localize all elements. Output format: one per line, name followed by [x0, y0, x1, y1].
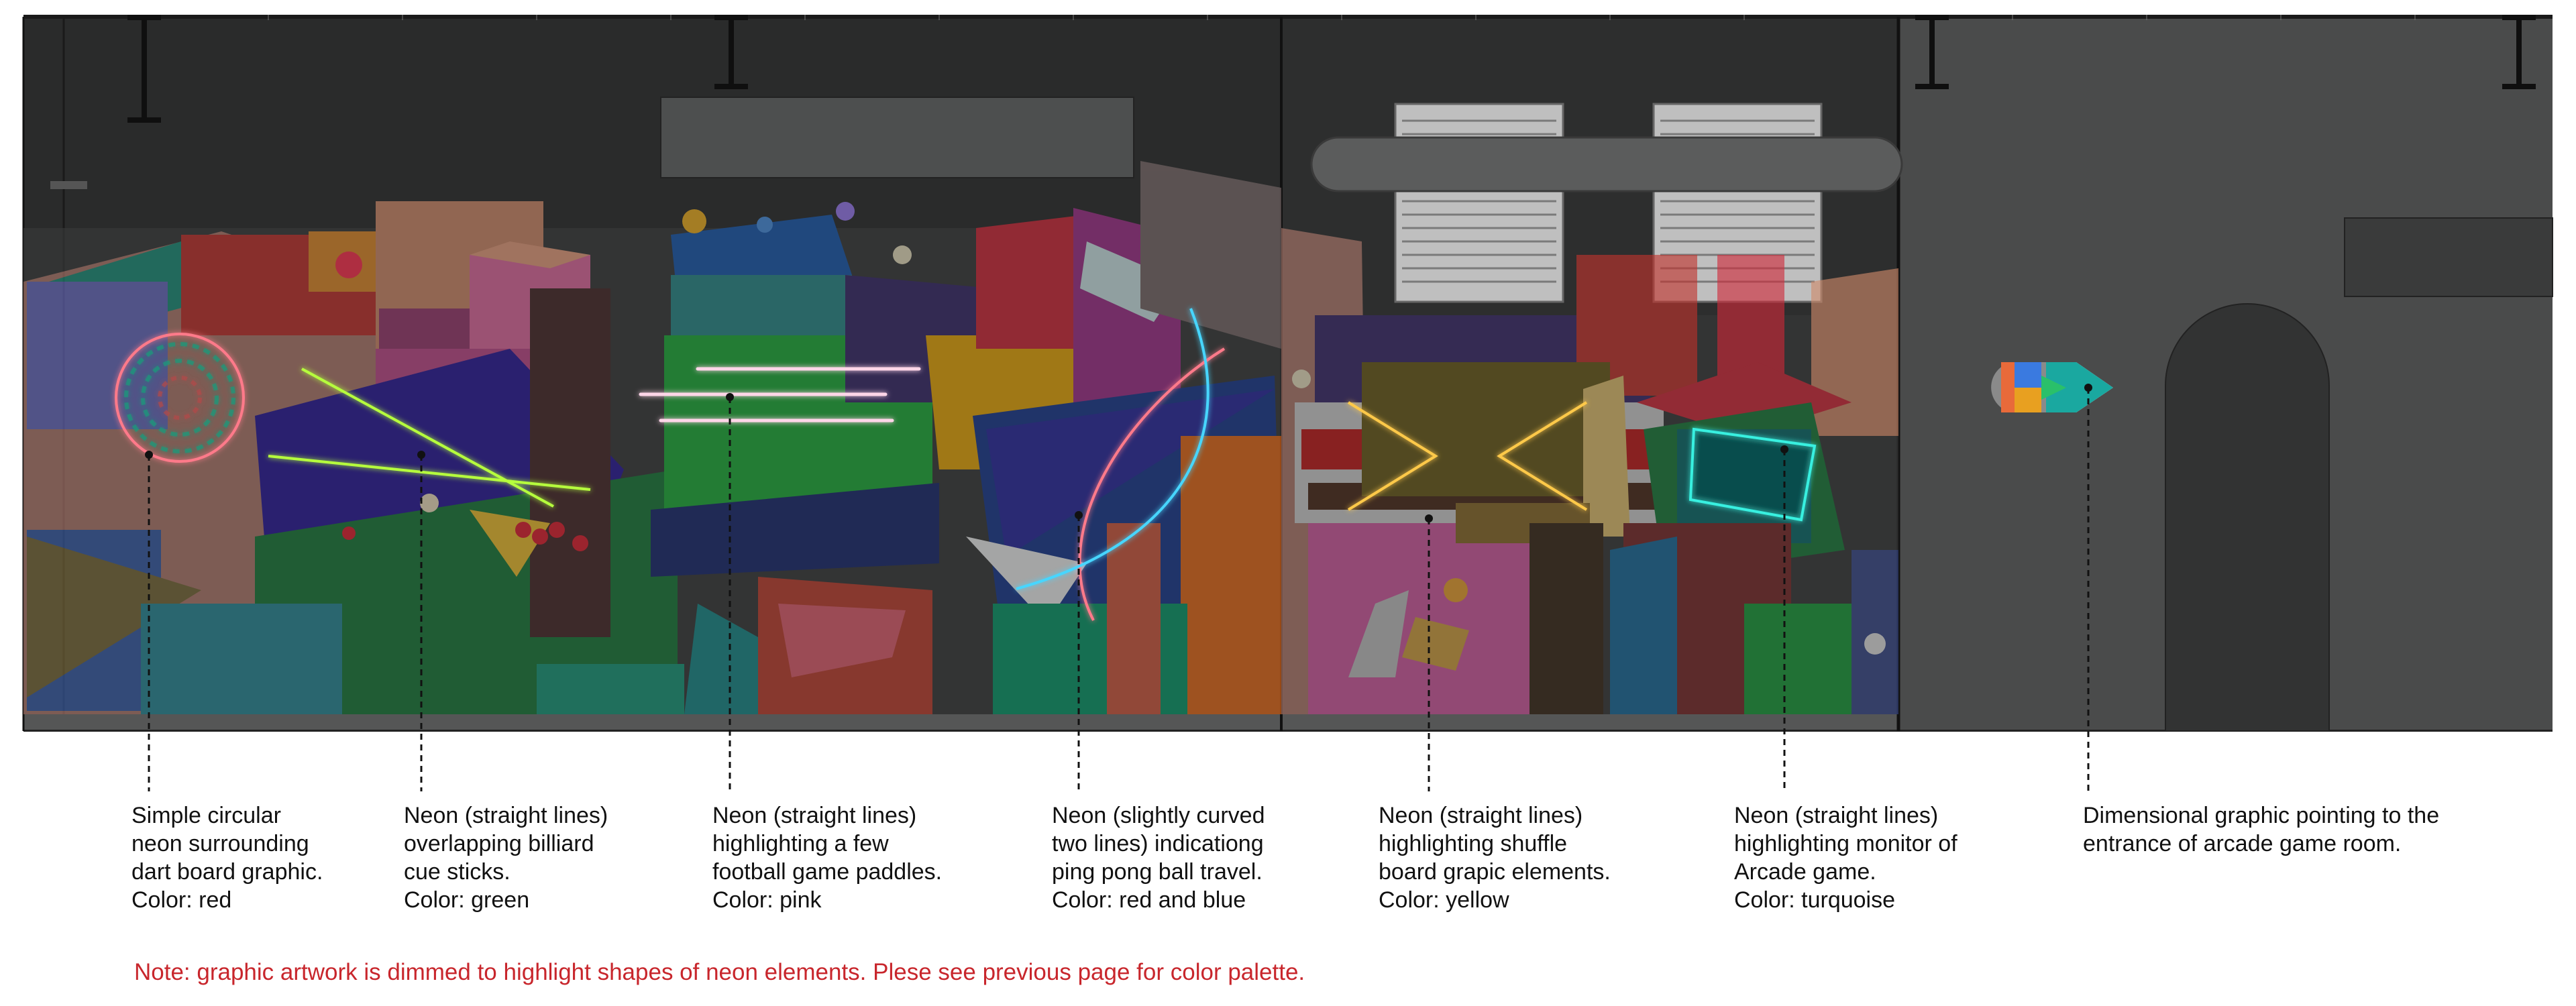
floor-base: [23, 730, 2553, 732]
callout-shuffle-board: Neon (straight lines) highlighting shuff…: [1379, 803, 1611, 913]
wall-sign-panel: [2344, 217, 2553, 297]
neon-dart-board: [115, 333, 245, 463]
callout-football-paddles: Neon (straight lines) highlighting a few…: [712, 803, 943, 913]
dimensional-arrow-graphic: [1991, 362, 2113, 412]
ceiling-panel: [660, 97, 1134, 178]
callout-dart-board: Simple circular neon surrounding dart bo…: [131, 803, 323, 913]
neon-ping-pong-travel: [1016, 308, 1226, 621]
callout-leaders: [148, 388, 2090, 791]
neon-shuffle-board: [1347, 401, 1588, 511]
exhaust-duct: [1310, 136, 1903, 192]
wall-bracket: [50, 181, 87, 189]
callout-billiard-cues: Neon (straight lines) overlapping billia…: [404, 803, 608, 913]
entrance-archway: [2165, 303, 2330, 732]
callout-arcade-monitor: Neon (straight lines) highlighting monit…: [1734, 803, 1957, 913]
floor-strip: [23, 714, 1898, 731]
ceiling-line: [23, 15, 2553, 19]
neon-football-paddles: [639, 367, 921, 423]
callout-dimensional-graphic: Dimensional graphic pointing to the entr…: [2083, 803, 2440, 856]
neon-cue-sticks: [268, 368, 591, 508]
callout-dots: [145, 384, 2092, 522]
callout-ping-pong: Neon (slightly curved two lines) indicat…: [1052, 803, 1265, 913]
note-text: Note: graphic artwork is dimmed to highl…: [134, 959, 1305, 985]
mural-left: [23, 161, 1281, 714]
pendant-fixtures: [127, 15, 2536, 123]
